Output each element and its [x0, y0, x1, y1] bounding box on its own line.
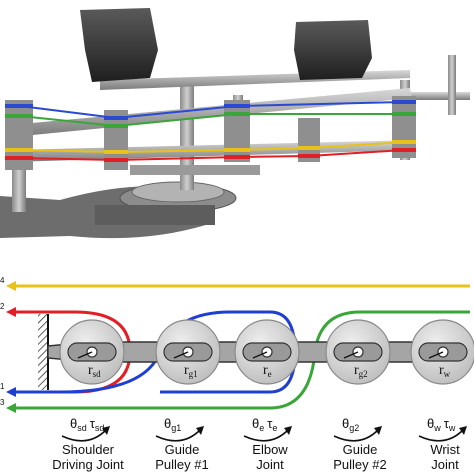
rotation-arrowhead-icon: [374, 426, 382, 435]
pulley: re: [234, 319, 300, 385]
support-link: [130, 165, 260, 175]
render-joint-wrist: [392, 96, 416, 158]
render-joint-shoulder: [5, 100, 33, 170]
tendon-arrowhead: [6, 387, 16, 397]
tendon-arrowhead: [6, 403, 16, 413]
render-cable-red: [19, 149, 405, 162]
joint-name-line1: Elbow: [252, 442, 288, 457]
rotation-arrow-icon: [155, 429, 201, 442]
render-cable-blue: [19, 101, 405, 120]
joint-name-line2: Joint: [431, 457, 459, 472]
joint-angle-torque: θg2: [342, 416, 359, 433]
ground-wall: [38, 314, 48, 390]
joint-name-line1: Guide: [165, 442, 200, 457]
pulley-radius-label: re: [263, 363, 272, 379]
rotation-arrow-icon: [333, 429, 379, 442]
rotation-arrow-icon: [243, 429, 289, 442]
joint-angle-torque: θg1: [164, 416, 181, 433]
rotation-arrow-icon: [61, 429, 107, 442]
render-cable-yellow: [19, 141, 405, 154]
pulley: rw: [410, 319, 474, 385]
joint-name-line2: Joint: [256, 457, 284, 472]
tendon-label: 4: [0, 276, 5, 285]
base-rail: [95, 205, 215, 225]
center-post: [180, 80, 194, 190]
pulley-radius-label: rw: [439, 363, 451, 379]
handle-bar: [410, 92, 470, 100]
tendon-label-group: 4 2 1 3: [0, 276, 16, 413]
rotation-arrowhead-icon: [102, 426, 110, 435]
rotation-arrowhead-icon: [459, 426, 467, 435]
tendon-label: 1: [0, 382, 5, 391]
pulley-group: rsd rg1 re rg2 rw: [59, 319, 474, 385]
joint-name-line1: Wrist: [430, 442, 460, 457]
render-joint-elbow: [224, 100, 250, 162]
pulley: rg1: [155, 319, 221, 385]
rotation-arrowhead-icon: [196, 426, 204, 435]
tendon-arrowhead: [6, 281, 16, 291]
upper-arm-cuff: [80, 8, 158, 82]
forearm-cuff: [294, 20, 372, 80]
tendon-label: 2: [0, 302, 5, 311]
joint-name-line2: Pulley #2: [333, 457, 386, 472]
rotary-stage-top: [131, 181, 225, 203]
pulley: rsd: [59, 319, 125, 385]
tendon-arrowhead: [6, 307, 16, 317]
rotation-arrowhead-icon: [284, 426, 292, 435]
joint-name-line2: Pulley #1: [155, 457, 208, 472]
joint-name-line1: Shoulder: [62, 442, 115, 457]
exoskeleton-render: [0, 8, 470, 239]
tendon-label: 3: [0, 398, 5, 407]
rotation-arrow-icon: [418, 429, 464, 442]
pulley: rg2: [325, 319, 391, 385]
joint-name-line2: Driving Joint: [52, 457, 124, 472]
joint-name-line1: Guide: [343, 442, 378, 457]
render-cable-green: [19, 113, 404, 128]
handle-grip: [448, 55, 456, 115]
